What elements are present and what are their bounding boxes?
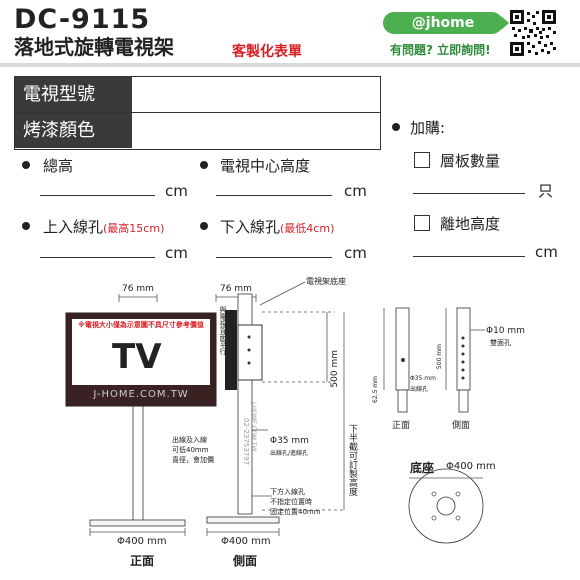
side-tv-panel (225, 310, 237, 390)
side-phi35-note: 出線孔/進線孔 (270, 450, 309, 457)
detail-phi10-note: 雙面孔 (490, 339, 511, 347)
upper-hole-input[interactable] (40, 257, 155, 258)
shelf-qty-checkbox[interactable] (414, 152, 430, 168)
cable-in-note: 出線及入線 可低40mm 喜徑，會加價 (172, 436, 214, 464)
upper-hole-text: 上入線孔 (43, 218, 104, 236)
base-dim: Φ400 mm (446, 461, 496, 472)
lower-hole-note: (最低4cm) (280, 222, 335, 235)
paint-color-label: 烤漆顏色 (15, 113, 132, 148)
tv-note: ※電視大小僅為示意圖不具尺寸參考價值 (78, 321, 204, 329)
model-number: DC-9115 (14, 4, 151, 35)
technical-drawing (65, 281, 485, 544)
tv-screen (72, 319, 210, 385)
site-vertical: J-HOME.COM.TW (250, 402, 257, 452)
lower-hole-unit: cm (344, 244, 367, 262)
custom-height-vertical: 下半截可訂製高度 (347, 424, 357, 496)
detail-dim-500: 500 mm (436, 344, 443, 370)
bullet-dot-icon (22, 161, 30, 169)
custom-form-label: 客製化表單 (232, 44, 302, 60)
side-phi35: Φ35 mm (270, 436, 309, 446)
side-bracket (237, 324, 263, 381)
front-base-dim: Φ400 mm (117, 536, 167, 547)
bullet-dot-icon (392, 123, 400, 131)
front-width-label: 76 mm (122, 284, 154, 294)
lower-hole-input[interactable] (216, 257, 332, 258)
ground-height-unit: cm (535, 243, 558, 261)
lower-hole-label: 下入線孔(最低4cm) (220, 216, 334, 237)
front-caption: 正面 (130, 554, 155, 568)
tv-model-input[interactable] (132, 77, 380, 112)
product-title: 落地式旋轉電視架 (14, 35, 174, 59)
bullet-dot-icon (200, 222, 208, 230)
base-label: 底座 (410, 461, 435, 475)
purchase-label: 加購: (410, 119, 446, 137)
side-base-dim: Φ400 mm (221, 536, 271, 547)
tv-model-label: 電視型號 (15, 77, 132, 112)
upper-hole-unit: cm (165, 244, 188, 262)
detail-phi35-note: 出線孔 (410, 386, 429, 393)
phone-vertical: 02-23753797 (242, 418, 250, 466)
total-height-label: 總高 (43, 157, 74, 175)
ground-height-checkbox[interactable] (414, 215, 430, 231)
detail-side-caption: 側面 (452, 421, 471, 431)
shelf-unit: 只 (538, 182, 554, 200)
shelf-qty-label: 層板數量 (440, 152, 501, 170)
tv-label: TV (112, 337, 162, 377)
detail-dim-62: 62.5 mm (372, 376, 379, 403)
tv-model-row: 電視型號 (15, 77, 380, 113)
lower-hole-text: 下入線孔 (220, 218, 281, 236)
upper-hole-label: 上入線孔(最高15cm) (43, 216, 164, 237)
paint-color-row: 烤漆顏色 (15, 113, 380, 148)
lower-hole-diagram-note: 下方入線孔 不指定位置時 固定位置40mm (270, 488, 321, 516)
tv-brand-watermark: J-HOME.COM.TW (93, 389, 189, 400)
spec-form-box: 電視型號 烤漆顏色 (14, 76, 381, 150)
detail-phi35: Φ35 mm (410, 375, 436, 382)
total-height-input[interactable] (40, 195, 155, 196)
detail-phi10: Φ10 mm (486, 326, 525, 336)
ground-height-label: 離地高度 (440, 215, 501, 233)
tv-center-height-label: 電視中心高度 (220, 157, 311, 175)
total-height-unit: cm (165, 182, 188, 200)
paint-color-input[interactable] (132, 113, 380, 148)
tv-center-height-input[interactable] (216, 195, 332, 196)
cable-parallel-label: 與電視背面平行 (219, 306, 227, 355)
bullet-dot-icon (200, 161, 208, 169)
side-width-label: 76 mm (220, 284, 252, 294)
shelf-qty-input[interactable] (413, 193, 525, 194)
detail-front-caption: 正面 (392, 421, 411, 431)
tv-center-height-unit: cm (344, 182, 367, 200)
ask-now-link[interactable]: 有問題? 立即詢問! (390, 43, 491, 57)
bullet-dot-icon (22, 222, 30, 230)
side-height-500: 500 mm (330, 350, 340, 388)
qr-code-icon[interactable] (510, 10, 556, 56)
upper-hole-note: (最高15cm) (103, 222, 165, 235)
bracket-label: 電視架底座 (306, 277, 346, 286)
jhome-badge[interactable]: @jhome (383, 12, 509, 34)
header-divider (0, 63, 580, 67)
ground-height-input[interactable] (413, 256, 525, 257)
side-caption: 側面 (233, 554, 258, 568)
